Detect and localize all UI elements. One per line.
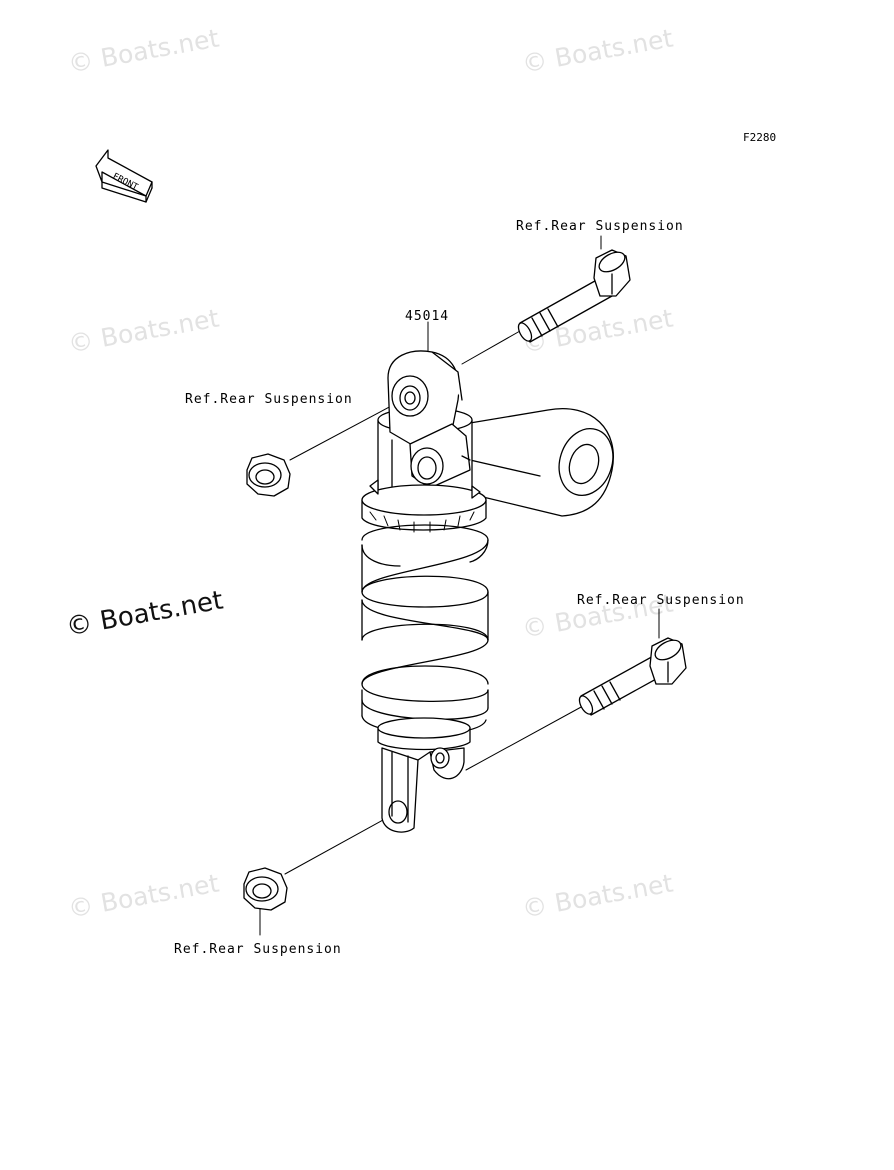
leader-line: [465, 705, 584, 771]
preload-collar: [361, 479, 487, 533]
ref-top-bolt-label: Ref.Rear Suspension: [516, 219, 684, 234]
diagram-code: F2280: [743, 131, 777, 144]
ref-top-nut-label: Ref.Rear Suspension: [185, 392, 353, 407]
leader-line: [461, 330, 521, 365]
ref-bottom-nut-label: Ref.Rear Suspension: [174, 942, 342, 957]
top-eye-mount: [387, 350, 463, 448]
front-arrow-icon: FRONT: [95, 149, 153, 203]
bottom-clevis: [381, 747, 465, 833]
ref-bottom-bolt-label: Ref.Rear Suspension: [577, 593, 745, 608]
reservoir: [439, 408, 614, 517]
top-bolt: [517, 249, 631, 343]
leader-line: [284, 814, 393, 875]
leader-line: [289, 396, 409, 461]
reservoir-connector: [409, 423, 471, 489]
lower-spring-seat: [377, 717, 471, 751]
bottom-nut: [243, 867, 288, 911]
coil-spring: [361, 524, 489, 735]
top-nut: [246, 453, 291, 497]
part-number-label: 45014: [405, 309, 450, 324]
bottom-bolt: [578, 637, 687, 716]
